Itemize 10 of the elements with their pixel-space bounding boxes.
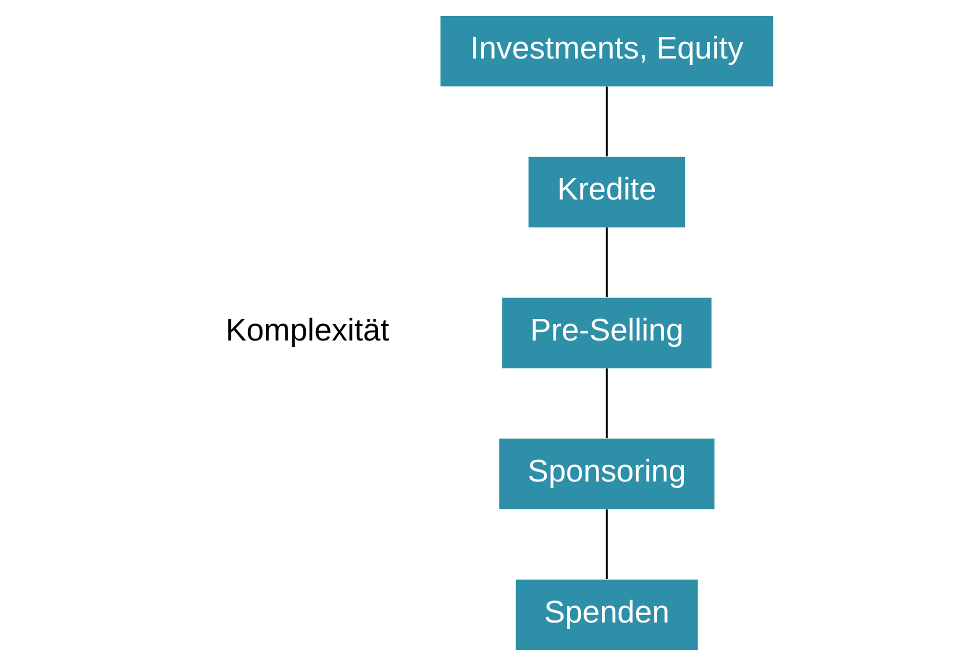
connector [605, 86, 608, 156]
label: Komplexität [225, 312, 389, 348]
node-box: Sponsoring [498, 438, 714, 510]
node-box: Kredite [528, 156, 685, 228]
node-box: Spenden [515, 580, 698, 650]
connector [605, 228, 608, 298]
connector [605, 368, 608, 438]
connector [605, 509, 608, 579]
node-box: Investments, Equity [440, 16, 773, 86]
node-box: Pre-Selling [502, 298, 712, 368]
